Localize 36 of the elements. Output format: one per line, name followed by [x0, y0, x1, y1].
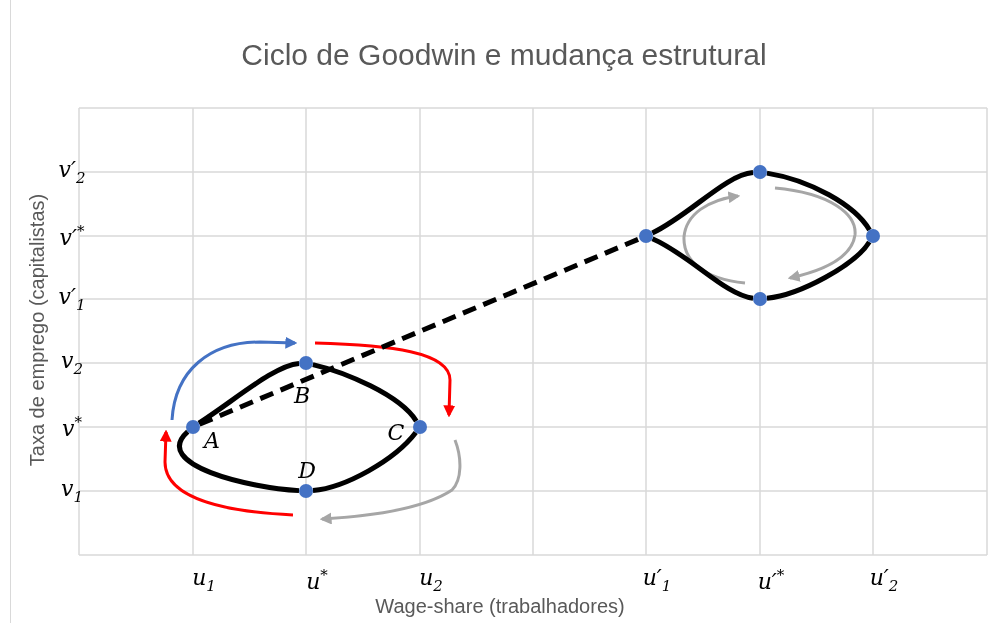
data-point	[299, 356, 313, 370]
axis-tick-label: u′$_{2}$	[869, 565, 899, 595]
point-label: B	[293, 382, 311, 408]
axis-tick-label: v$_{1}$	[61, 476, 83, 506]
cycle-curve	[312, 362, 419, 423]
axis-tick-label: u$_{1}$	[192, 565, 216, 595]
axis-tick-label: u$_{2}$	[419, 565, 443, 595]
data-point	[753, 292, 767, 306]
axis-title: Taxa de emprego (capitalistas)	[25, 193, 49, 467]
point-label: A	[204, 427, 220, 453]
point-label: D	[298, 457, 316, 483]
data-point	[639, 229, 653, 243]
axis-title: Wage-share (trabalhadores)	[375, 594, 625, 618]
data-point	[299, 484, 313, 498]
cycle-curve	[651, 170, 754, 236]
axis-tick-label: v′$_{2}$	[58, 157, 86, 187]
data-point	[186, 420, 200, 434]
cycle-curve	[766, 170, 872, 232]
cycle-curve	[197, 361, 300, 426]
axis-tick-label: v′$^{*}$	[59, 222, 85, 250]
cycle-curve	[177, 430, 300, 494]
data-point	[413, 420, 427, 434]
cycle-curve	[651, 236, 754, 301]
dashed-line	[198, 236, 641, 427]
axis-tick-label: u′$_{1}$	[642, 565, 672, 595]
axis-tick-label: v$_{2}$	[61, 348, 83, 378]
axis-tick-label: v$^{*}$	[62, 413, 82, 441]
point-label: C	[387, 419, 405, 445]
axis-tick-label: u$^{*}$	[306, 566, 328, 594]
axis-tick-label: v′$_{1}$	[58, 284, 86, 314]
chart-title: Ciclo de Goodwin e mudança estrutural	[241, 38, 767, 72]
axis-tick-label: u′$^{*}$	[757, 566, 785, 594]
data-point	[753, 165, 767, 179]
cycle-curve	[312, 430, 418, 493]
cycle-curve	[766, 240, 872, 301]
data-point	[866, 229, 880, 243]
